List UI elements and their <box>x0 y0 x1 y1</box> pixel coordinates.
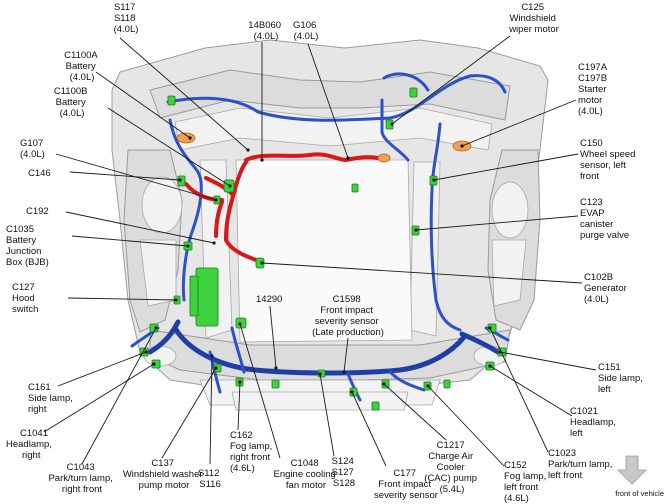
label-c146: C146 <box>28 168 51 179</box>
label-c102b: C102B Generator (4.0L) <box>584 272 629 305</box>
label-c1023: C1023 Park/turn lamp, left front <box>548 448 615 481</box>
label-c177: C177 Front impact severity sensor <box>374 468 438 501</box>
label-c123: C123 EVAP canister purge valve <box>580 197 629 241</box>
label-c1100a: C1100A Battery (4.0L) <box>64 50 100 83</box>
components <box>139 87 507 411</box>
label-c151: C151 Side lamp, left <box>598 362 646 395</box>
label-c127: C127 Hood switch <box>12 282 38 315</box>
label-c125: C125 Windshield wiper motor <box>508 2 559 35</box>
label-g107: G107 (4.0L) <box>20 138 46 160</box>
label-c192: C192 <box>26 206 49 217</box>
label-c1048: C1048 Engine cooling fan motor <box>274 458 339 491</box>
label-c1100b: C1100B Battery (4.0L) <box>54 86 90 119</box>
leader-lines <box>43 35 597 467</box>
label-c152: C152 Fog lamp, left front (4.6L) <box>504 460 549 504</box>
label-c162: C162 Fog lamp, right front (4.6L) <box>230 430 275 474</box>
label-c1043: C1043 Park/turn lamp, right front <box>48 462 115 495</box>
label-c161: C161 Side lamp, right <box>28 382 76 415</box>
label-c1021: C1021 Headlamp, left <box>570 406 619 439</box>
label-c1041: C1041 Headlamp, right <box>6 428 55 461</box>
label-s112: S112 S116 <box>198 468 222 490</box>
label-g106: G106 (4.0L) <box>293 20 319 42</box>
engine-bay-chassis <box>111 39 549 411</box>
label-14b060: 14B060 (4.0L) <box>248 20 283 42</box>
front-of-vehicle-label: front of vehicle <box>615 489 664 498</box>
label-s117: S117 S118 (4.0L) <box>114 2 139 35</box>
bjb-component <box>195 267 219 327</box>
label-c1035: C1035 Battery Junction Box (BJB) <box>6 224 49 268</box>
callout-labels: S117 S118 (4.0L) 14B060 (4.0L) G106 (4.0… <box>6 2 646 504</box>
label-c150: C150 Wheel speed sensor, left front <box>580 138 638 182</box>
label-14290: 14290 <box>256 294 282 305</box>
label-c197: C197A C197B Starter motor (4.0L) <box>578 62 610 117</box>
label-c1217: C1217 Charge Air Cooler (CAC) pump (5.4L… <box>424 440 479 495</box>
label-s124: S124 S127 S128 <box>332 456 357 489</box>
front-indicator: front of vehicle <box>615 455 664 498</box>
label-c137: C137 Windshield washer pump motor <box>123 458 205 491</box>
down-arrow-icon <box>617 455 647 485</box>
label-c1598: C1598 Front impact severity sensor (Late… <box>312 294 384 338</box>
